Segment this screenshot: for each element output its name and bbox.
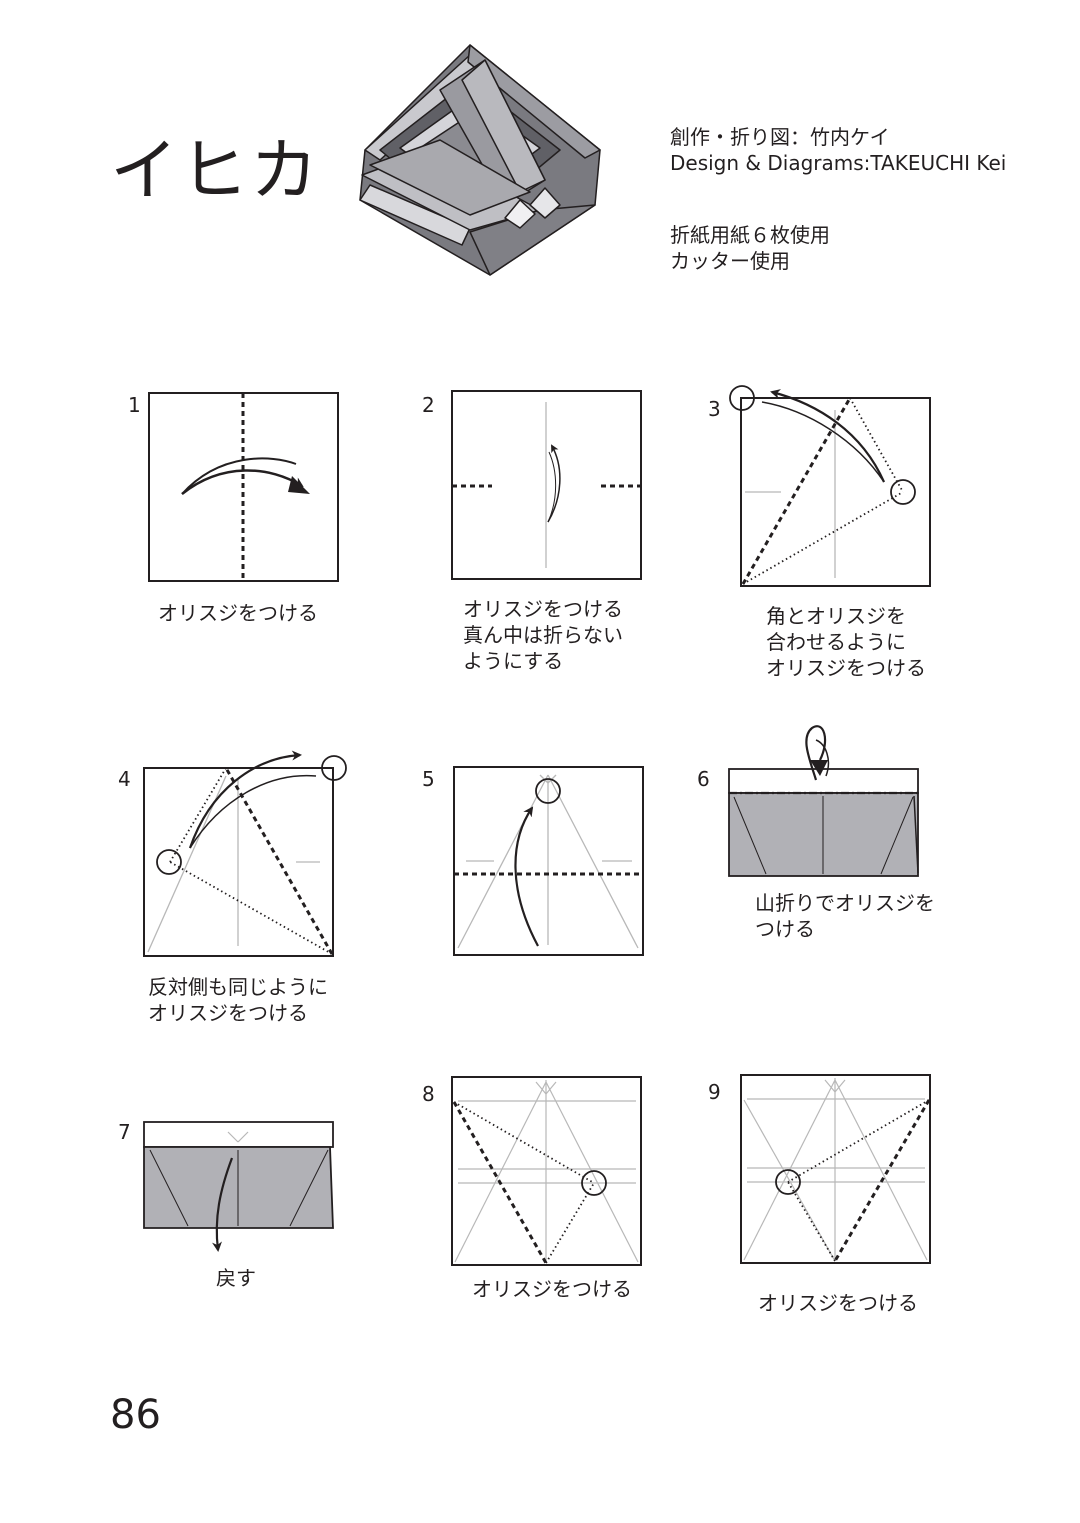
step-7-number: 7	[118, 1120, 131, 1144]
caption-line: ようにする	[463, 649, 564, 673]
step-4-number: 4	[118, 767, 131, 791]
caption-line: つける	[755, 917, 815, 941]
caption-line: オリスジをつける	[148, 1001, 308, 1025]
target-circle-icon	[729, 385, 755, 411]
step-5-diagram	[453, 766, 644, 956]
step-9-number: 9	[708, 1080, 721, 1104]
caption-line: 角とオリスジを	[766, 604, 906, 628]
caption-line: オリスジをつける	[463, 597, 623, 621]
caption-line: オリスジをつける	[758, 1291, 918, 1315]
step-8-diagram	[451, 1076, 642, 1266]
step-8-caption: オリスジをつける	[472, 1276, 632, 1302]
target-circle-icon	[535, 778, 561, 804]
arrow-head-icon	[810, 760, 828, 776]
caption-line: 反対側も同じように	[148, 975, 328, 999]
notes-line-2: カッター使用	[670, 249, 790, 273]
finished-model-illustration	[359, 44, 601, 276]
dotted-line	[742, 491, 904, 585]
step-7-diagram	[143, 1121, 334, 1252]
step-6-number: 6	[697, 767, 710, 791]
notes-line-1: 折紙用紙６枚使用	[670, 223, 830, 247]
valley-fold-line	[452, 1101, 548, 1264]
step-8-number: 8	[422, 1082, 435, 1106]
caption-line: オリスジをつける	[472, 1277, 632, 1301]
material-notes: 折紙用紙６枚使用 カッター使用	[670, 222, 830, 274]
credits-line-2: Design & Diagrams:TAKEUCHI Kei	[670, 151, 1007, 175]
step-1-diagram	[148, 392, 339, 582]
step-1-number: 1	[128, 393, 141, 417]
unfold-arrow	[212, 1157, 234, 1252]
fold-arrow	[547, 444, 561, 523]
step-3-number: 3	[708, 397, 721, 421]
caption-line: 山折りでオリスジを	[755, 891, 935, 915]
caption-line: 真ん中は折らない	[463, 623, 623, 647]
credits-line-1: 創作・折り図：竹内ケイ	[670, 125, 890, 149]
step-4-caption: 反対側も同じように オリスジをつける	[148, 974, 328, 1026]
fold-arrow	[514, 806, 539, 947]
model-title: イヒカ	[110, 132, 321, 211]
step-2-diagram	[451, 390, 642, 580]
target-circle-icon	[581, 1170, 607, 1196]
step-6-caption: 山折りでオリスジを つける	[755, 890, 935, 942]
caption-line: オリスジをつける	[766, 656, 926, 680]
step-2-number: 2	[422, 393, 435, 417]
step-2-caption: オリスジをつける 真ん中は折らない ようにする	[463, 596, 623, 674]
step-3-diagram	[729, 385, 931, 587]
arrow-head-icon	[288, 476, 310, 494]
step-3-caption: 角とオリスジを 合わせるように オリスジをつける	[766, 603, 926, 681]
page-number: 86	[110, 1392, 161, 1438]
caption-line: 戻す	[216, 1266, 256, 1290]
valley-fold-line	[833, 1099, 931, 1262]
fold-arrow	[181, 457, 297, 495]
step-7-caption: 戻す	[216, 1265, 256, 1291]
step-5-number: 5	[422, 767, 435, 791]
step-9-diagram	[740, 1074, 931, 1264]
target-circle-icon	[321, 755, 347, 781]
step-1-caption: オリスジをつける	[158, 600, 318, 626]
target-circle-icon	[775, 1169, 801, 1195]
target-circle-icon	[890, 479, 916, 505]
fold-arrow	[188, 750, 302, 849]
credits: 創作・折り図：竹内ケイ Design & Diagrams:TAKEUCHI K…	[670, 124, 1006, 176]
step-9-caption: オリスジをつける	[758, 1290, 918, 1316]
target-circle-icon	[156, 849, 182, 875]
step-4-diagram	[143, 750, 347, 957]
caption-line: オリスジをつける	[158, 601, 318, 625]
fold-arrow	[770, 389, 886, 483]
caption-line: 合わせるように	[766, 630, 906, 654]
step-6-diagram	[728, 725, 919, 877]
mountain-fold-arrow	[805, 725, 827, 781]
